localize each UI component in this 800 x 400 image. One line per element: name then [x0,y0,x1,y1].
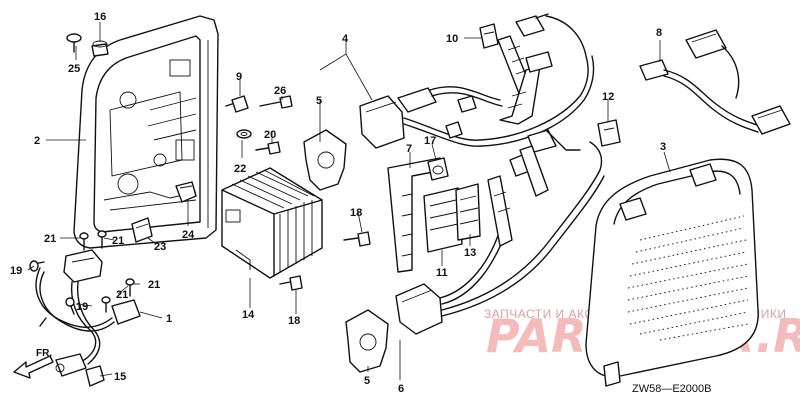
callout-21-a: 21 [44,233,56,245]
bolt-18-upper [343,231,371,247]
callout-8: 8 [656,27,662,39]
grommet-16 [91,40,109,57]
front-marker-label: FR. [36,348,52,359]
callout-13: 13 [464,247,476,259]
callout-5-lower: 5 [364,375,370,387]
callout-21-c: 21 [116,289,128,301]
screw-19-lower [65,297,75,315]
clip-17 [427,157,449,181]
callout-21-d: 21 [148,279,160,291]
bolt-18-lower [279,275,303,291]
callout-3: 3 [660,141,666,153]
callout-14: 14 [242,309,255,321]
callout-21-b: 21 [112,235,124,247]
harness-holder-7 [387,157,445,273]
sub-harness-8 [639,29,791,135]
callout-6: 6 [398,383,404,395]
callout-19-lower: 19 [76,301,88,313]
callout-24: 24 [182,229,195,241]
callout-20: 20 [264,129,276,141]
front-direction-marker: FR. [13,348,54,379]
cover-vent-pattern [627,215,749,341]
clip-23 [131,217,153,243]
diagram-code: ZW58—E2000B [632,383,711,395]
ignition-coil-upper [359,15,595,149]
bolt-20 [255,141,281,155]
spark-plug-cap-upper-2 [499,51,553,125]
leader-lines [27,22,671,380]
wire-harness [35,249,141,377]
callout-17: 17 [424,135,436,147]
coil-boot-lower [345,309,389,373]
washer-22 [236,129,252,139]
inverter-module [221,167,323,279]
callout-2: 2 [34,135,40,147]
clip-10 [479,23,499,49]
screw-19-upper [29,260,45,272]
clip-24 [175,181,197,203]
callout-23: 23 [154,241,166,253]
callout-9: 9 [236,71,242,83]
screw-25 [66,33,82,53]
bolt-9 [225,95,249,113]
coil-boot-upper [303,129,347,191]
callout-15: 15 [114,371,126,383]
side-cover [585,158,759,387]
callout-numbers: 1 2 3 4 5 5 6 7 8 9 10 11 12 13 14 15 16… [10,11,666,395]
spark-plug-cap-lower-2 [519,129,581,197]
callout-1: 1 [166,313,172,325]
screw-21-set [79,230,135,313]
callout-12: 12 [602,91,614,103]
callout-5-upper: 5 [316,95,322,107]
clip-12 [597,119,621,147]
callout-7: 7 [406,143,412,155]
callout-11: 11 [436,267,448,279]
callout-19-upper: 19 [10,265,22,277]
callout-16: 16 [94,11,106,23]
callout-25: 25 [68,63,80,75]
callout-10: 10 [446,33,458,45]
bolt-26 [259,95,293,109]
callout-22: 22 [234,163,246,175]
wire-clamp-13 [455,183,481,241]
callout-18-lower: 18 [288,315,300,327]
wire-clamp-11 [423,187,463,253]
callout-26: 26 [274,85,286,97]
callout-4: 4 [342,33,349,45]
callout-18-upper: 18 [350,207,362,219]
clamp-15 [85,365,105,387]
ignition-coil-lower [395,141,605,335]
